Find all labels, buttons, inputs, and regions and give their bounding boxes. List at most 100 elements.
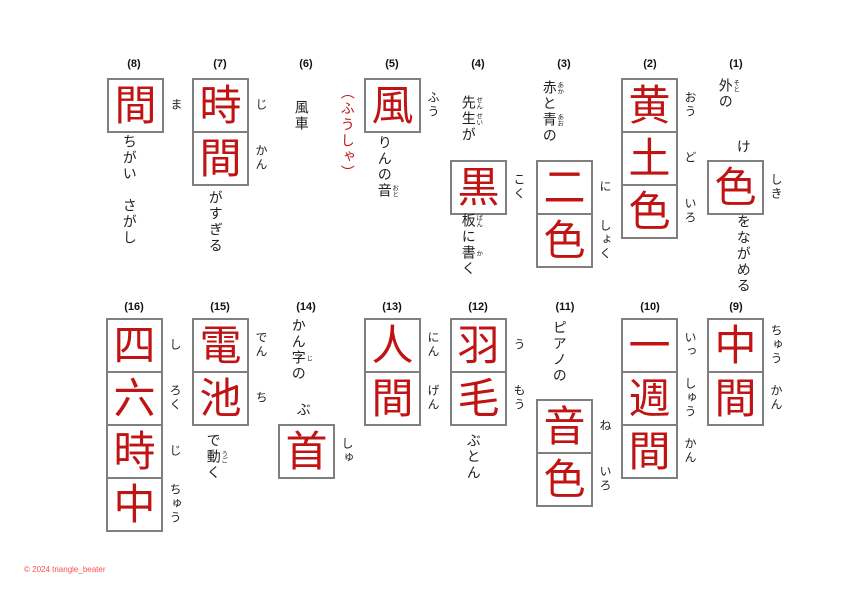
plain-text: の bbox=[540, 128, 557, 144]
furigana-text: か bbox=[474, 245, 483, 261]
reading-kana: ま bbox=[169, 97, 183, 112]
plain-text: く bbox=[204, 465, 221, 481]
base-kanji-text: 字 bbox=[289, 350, 306, 366]
sentence-text: で動うごく bbox=[204, 433, 228, 481]
ruby-group: 青あお bbox=[541, 112, 564, 128]
sentence-text: け bbox=[734, 139, 751, 155]
answer-kanji: 人 bbox=[371, 320, 414, 370]
sentence-text: ちがい さがし bbox=[120, 134, 137, 246]
answer-box-column: 一週間 bbox=[621, 318, 678, 479]
answer-box-column: 風 bbox=[364, 78, 421, 133]
answer-box: 二 bbox=[536, 160, 593, 215]
answer-reading-red: （ふうしゃ） bbox=[338, 85, 355, 181]
sentence-text: がすぎる bbox=[206, 190, 223, 254]
answer-kanji: 四 bbox=[113, 320, 156, 370]
ruby-group: 生せい bbox=[459, 111, 483, 127]
answer-box: 電 bbox=[192, 318, 249, 373]
answer-box-column: 四六時中 bbox=[106, 318, 163, 532]
answer-box: 色 bbox=[536, 213, 593, 268]
item-number-label: (4) bbox=[471, 58, 485, 70]
answer-kanji: 電 bbox=[199, 320, 242, 370]
answer-box: 六 bbox=[106, 371, 163, 426]
sentence-text: 外そとの bbox=[716, 78, 740, 110]
plain-text: ぶとん bbox=[464, 433, 481, 481]
answer-box: 池 bbox=[192, 371, 249, 426]
answer-box-column: 黄土色 bbox=[621, 78, 678, 239]
answer-box-column: 電池 bbox=[192, 318, 249, 426]
answer-kanji: 土 bbox=[628, 133, 671, 183]
answer-kanji: 中 bbox=[113, 479, 156, 529]
reading-kana: げん bbox=[426, 383, 440, 412]
plain-text: （ふうしゃ） bbox=[338, 85, 355, 181]
base-kanji-text: 外 bbox=[716, 78, 733, 94]
base-kanji-text: 生 bbox=[459, 111, 476, 127]
answer-kanji: 時 bbox=[199, 80, 242, 130]
plain-text: をながめる bbox=[734, 214, 751, 294]
item-number-label: (13) bbox=[382, 301, 402, 313]
item-number-label: (12) bbox=[468, 301, 488, 313]
answer-box: 色 bbox=[621, 184, 678, 239]
reading-kana: ちゅう bbox=[168, 482, 182, 525]
answer-kanji: 首 bbox=[285, 426, 328, 476]
answer-box: 羽 bbox=[450, 318, 507, 373]
item-number-label: (5) bbox=[385, 58, 399, 70]
reading-kana: う bbox=[512, 337, 526, 352]
ruby-group: 先せん bbox=[460, 95, 483, 111]
plain-text: け bbox=[734, 139, 751, 155]
answer-kanji: 色 bbox=[628, 186, 671, 236]
reading-kana: ちゅう bbox=[769, 323, 783, 366]
ruby-group: 板ばん bbox=[460, 213, 483, 229]
plain-text: で bbox=[204, 433, 221, 449]
sentence-text: 赤あかと青あおの bbox=[540, 80, 564, 144]
plain-text: ピアノの bbox=[550, 320, 567, 384]
answer-kanji: 中 bbox=[714, 320, 757, 370]
answer-box: 毛 bbox=[450, 371, 507, 426]
reading-kana: もう bbox=[512, 383, 526, 412]
answer-box-column: 音色 bbox=[536, 399, 593, 507]
base-kanji-text: 音 bbox=[375, 183, 392, 199]
answer-box: 首 bbox=[278, 424, 335, 479]
answer-box-column: 間 bbox=[107, 78, 164, 133]
reading-kana: しき bbox=[769, 172, 783, 201]
reading-kana: し bbox=[168, 337, 182, 352]
answer-kanji: 週 bbox=[628, 373, 671, 423]
item-number-label: (6) bbox=[299, 58, 313, 70]
answer-box: 風 bbox=[364, 78, 421, 133]
furigana-text: せん bbox=[474, 95, 483, 111]
item-number-label: (2) bbox=[643, 58, 657, 70]
reading-kana: でん bbox=[254, 330, 268, 359]
furigana-text: そと bbox=[731, 78, 740, 94]
answer-box: 音 bbox=[536, 399, 593, 454]
answer-box: 間 bbox=[107, 78, 164, 133]
furigana-text: せい bbox=[474, 111, 483, 127]
ruby-group: 外そと bbox=[716, 78, 740, 94]
plain-text: がすぎる bbox=[206, 190, 223, 254]
answer-box: 一 bbox=[621, 318, 678, 373]
sentence-text: 先せん生せいが bbox=[459, 95, 483, 143]
answer-box-column: 首 bbox=[278, 424, 335, 479]
ruby-group: 音おと bbox=[375, 183, 399, 199]
answer-box: 間 bbox=[192, 131, 249, 186]
item-number-label: (14) bbox=[296, 301, 316, 313]
reading-kana: ど bbox=[683, 150, 697, 165]
answer-kanji: 黒 bbox=[457, 162, 500, 212]
reading-kana: いろ bbox=[683, 196, 697, 225]
reading-kana: いろ bbox=[598, 464, 612, 493]
answer-kanji: 二 bbox=[543, 162, 586, 212]
answer-kanji: 間 bbox=[628, 426, 671, 476]
item-number-label: (11) bbox=[555, 301, 575, 313]
plain-text: ぶ bbox=[294, 402, 311, 418]
plain-text: ちがい さがし bbox=[120, 134, 137, 246]
answer-box-column: 時間 bbox=[192, 78, 249, 186]
sentence-text: ピアノの bbox=[550, 320, 567, 384]
answer-box: 間 bbox=[364, 371, 421, 426]
answer-kanji: 色 bbox=[543, 215, 586, 265]
furigana-text: あか bbox=[555, 80, 564, 96]
answer-kanji: 間 bbox=[199, 133, 242, 183]
reading-kana: しょく bbox=[598, 218, 612, 261]
reading-kana: しゅ bbox=[340, 436, 354, 465]
ruby-group: 動うご bbox=[205, 449, 228, 465]
item-number-label: (16) bbox=[124, 301, 144, 313]
answer-box: 中 bbox=[106, 477, 163, 532]
